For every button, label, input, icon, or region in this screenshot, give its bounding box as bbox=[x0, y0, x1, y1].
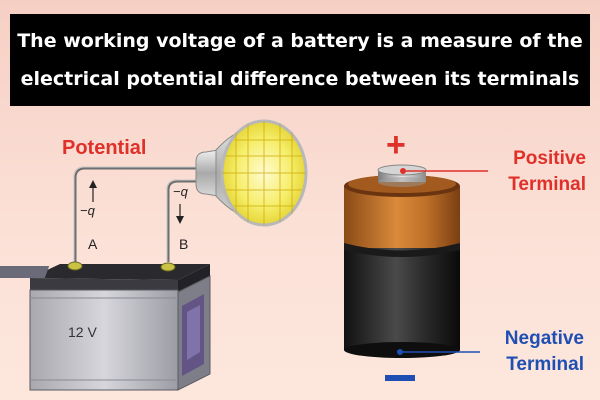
circuit-wires-highlight bbox=[73, 166, 210, 262]
negative-pointer bbox=[397, 349, 480, 355]
circuit-wires bbox=[73, 166, 210, 262]
title-line-2: electrical potential difference between … bbox=[20, 68, 580, 90]
positive-terminal-line-2: Terminal bbox=[508, 174, 586, 195]
arrow-down-b bbox=[176, 204, 184, 224]
title-banner: The working voltage of a battery is a me… bbox=[10, 14, 590, 106]
light-bulb bbox=[195, 119, 308, 227]
terminal-b-label: B bbox=[179, 236, 189, 252]
minus-sign bbox=[385, 375, 415, 381]
positive-terminal-line-1: Positive bbox=[513, 148, 586, 169]
car-battery bbox=[0, 261, 211, 391]
plus-sign: + bbox=[386, 126, 406, 164]
negative-terminal-line-2: Terminal bbox=[506, 354, 584, 375]
charge-label-a: −q bbox=[80, 203, 95, 218]
positive-terminal-label: Positive Terminal bbox=[478, 146, 586, 198]
charge-label-b: −q bbox=[173, 184, 188, 199]
negative-terminal-label: Negative Terminal bbox=[470, 326, 584, 378]
positive-pointer bbox=[400, 168, 488, 174]
negative-terminal-line-1: Negative bbox=[504, 328, 584, 349]
arrow-up-a bbox=[89, 180, 97, 202]
cylinder-battery bbox=[344, 164, 460, 358]
battery-voltage-label: 12 V bbox=[68, 324, 97, 340]
title-line-1: The working voltage of a battery is a me… bbox=[17, 30, 583, 52]
potential-label: Potential bbox=[62, 137, 147, 159]
terminal-a-label: A bbox=[88, 236, 98, 252]
